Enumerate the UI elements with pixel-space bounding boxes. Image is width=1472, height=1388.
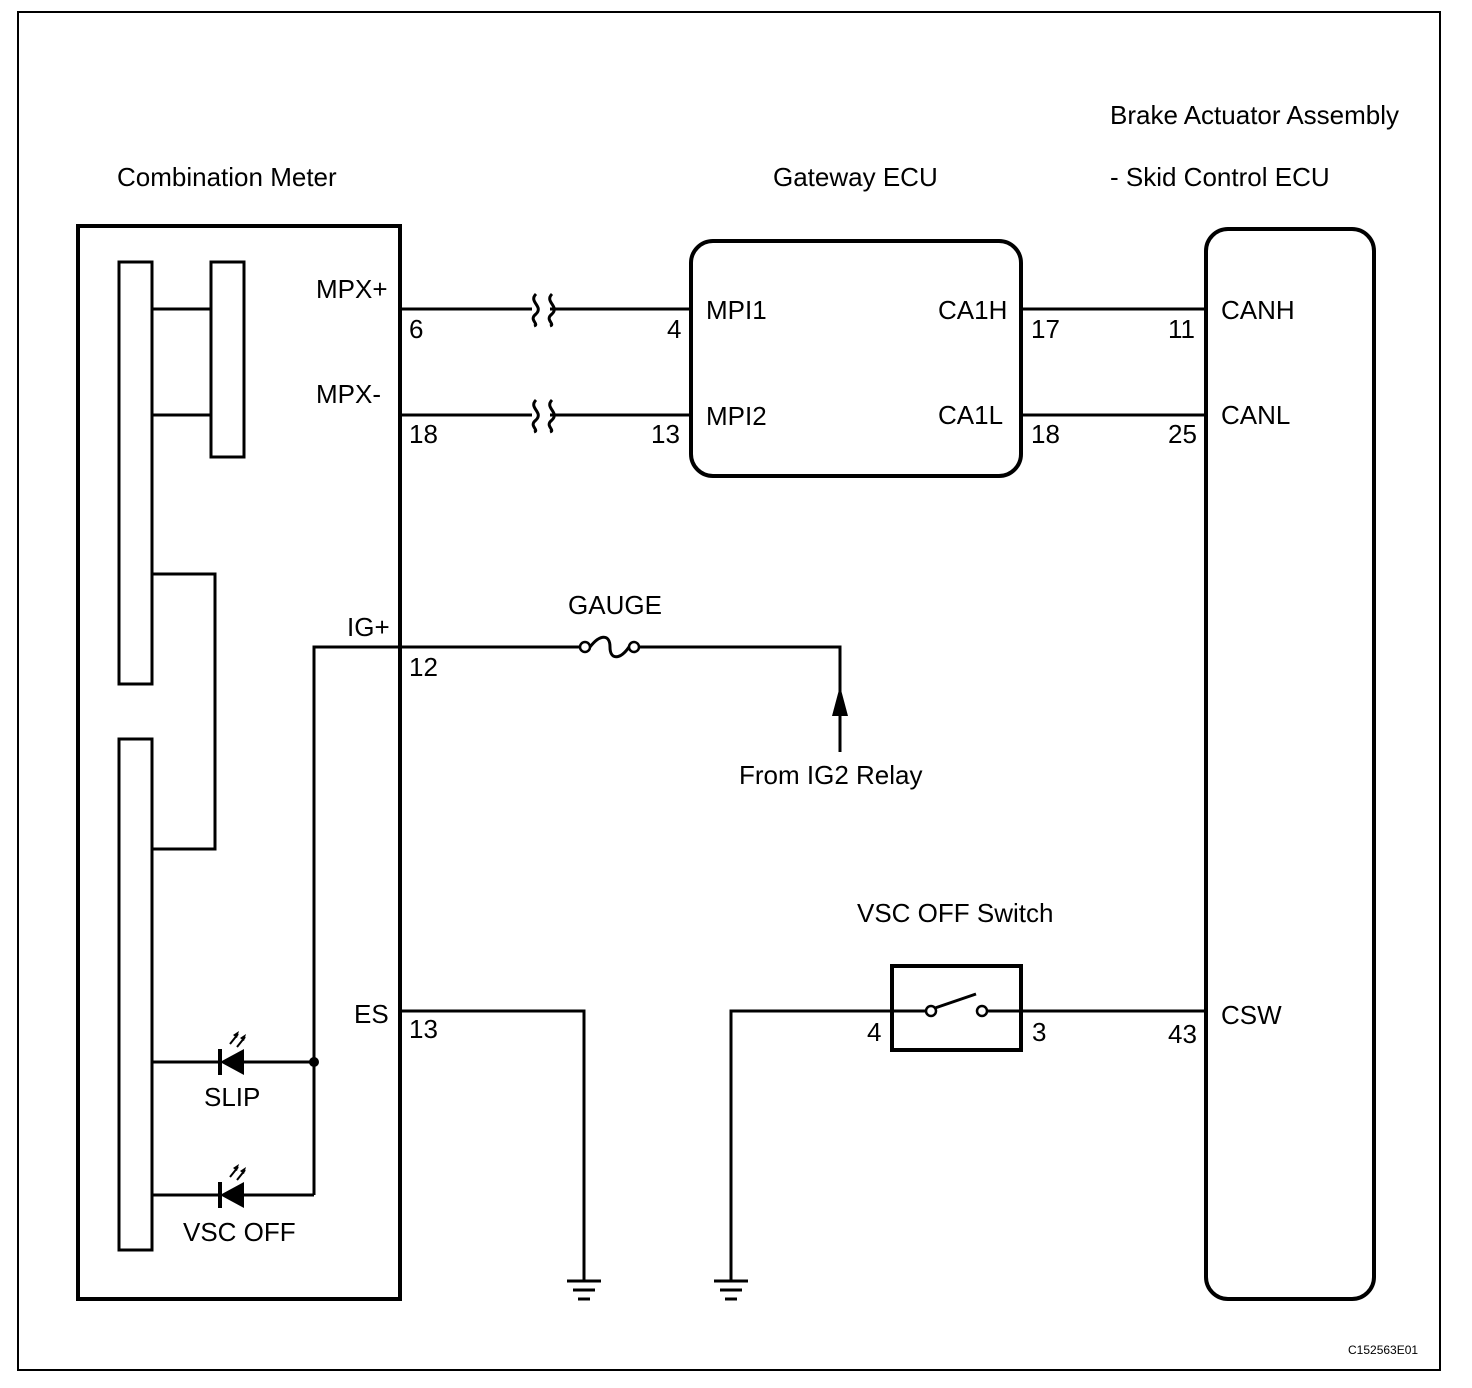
wire-ig2-feed <box>639 645 842 752</box>
vsc-off-switch <box>890 964 1023 1052</box>
skid-control-ecu-box <box>1204 227 1376 1301</box>
wire-break-icon <box>531 292 540 328</box>
gateway-ecu-box <box>689 239 1023 478</box>
slip-label: SLIP <box>204 1082 260 1112</box>
combination-meter-title: Combination Meter <box>117 162 337 192</box>
pin-number: 12 <box>409 652 438 682</box>
wire-break-icon <box>547 398 556 434</box>
vsc-off-label: VSC OFF <box>183 1217 296 1247</box>
wire-switch-ground <box>729 1009 892 1280</box>
pin-number: 18 <box>1031 419 1060 449</box>
vsc-off-switch-title: VSC OFF Switch <box>857 898 1053 928</box>
pin-number: 4 <box>667 314 681 344</box>
pin-name-canl: CANL <box>1221 400 1290 430</box>
pin-number: 17 <box>1031 314 1060 344</box>
wire-break-icon <box>531 398 540 434</box>
fuse-label: GAUGE <box>568 590 662 620</box>
wire-break-icon <box>547 292 556 328</box>
gateway-ecu-title: Gateway ECU <box>773 162 938 192</box>
vsc-off-indicator-led-icon <box>218 1164 246 1208</box>
diagram-frame <box>17 11 1441 1371</box>
combination-meter: SLIP VSC OFF MPX+ MPX- IG+ ES <box>76 224 402 1301</box>
meter-inner-block-upper <box>117 260 154 686</box>
meter-inner-block-lower <box>117 737 154 1252</box>
slip-indicator-led-icon <box>218 1031 246 1075</box>
pin-number: 6 <box>409 314 423 344</box>
figure-code: C152563E01 <box>1348 1343 1418 1357</box>
pin-number: 13 <box>651 419 680 449</box>
pin-name-canh: CANH <box>1221 295 1295 325</box>
pin-name-mpx-minus: MPX- <box>316 379 381 409</box>
pin-name-csw: CSW <box>1221 1000 1282 1030</box>
pin-number: 11 <box>1168 314 1195 344</box>
combination-meter-box <box>76 224 402 1301</box>
arrow-up-icon <box>832 686 848 716</box>
skid-control-ecu-title: - Skid Control ECU <box>1110 162 1330 192</box>
gateway-ecu: MPI1 MPI2 CA1H CA1L <box>689 239 1023 478</box>
pin-number: 13 <box>409 1014 438 1044</box>
internal-wire <box>312 645 400 1195</box>
ig2-relay-label: From IG2 Relay <box>739 760 923 790</box>
pin-number: 25 <box>1168 419 1197 449</box>
pin-number: 18 <box>409 419 438 449</box>
brake-actuator-assembly: CANH CANL CSW <box>1204 227 1376 1301</box>
switch-contact-icon <box>924 992 989 1018</box>
brake-actuator-title: Brake Actuator Assembly <box>1110 100 1399 130</box>
pin-name-ca1h: CA1H <box>938 295 1007 325</box>
pin-name-ig-plus: IG+ <box>347 612 390 642</box>
meter-interface-block <box>209 260 246 459</box>
pin-number: 43 <box>1168 1019 1197 1049</box>
ground-icon <box>567 1279 601 1301</box>
vsc-off-switch-box <box>890 964 1023 1052</box>
pin-name-mpi1: MPI1 <box>706 295 767 325</box>
internal-wire <box>152 572 217 851</box>
pin-name-ca1l: CA1L <box>938 400 1003 430</box>
gauge-fuse-icon <box>578 635 641 659</box>
pin-number: 4 <box>867 1017 881 1047</box>
pin-name-mpi2: MPI2 <box>706 401 767 431</box>
wire-es-ground <box>400 1009 586 1280</box>
pin-name-mpx-plus: MPX+ <box>316 274 388 304</box>
pin-number: 3 <box>1032 1017 1046 1047</box>
ground-icon <box>714 1279 748 1301</box>
pin-name-es: ES <box>354 999 389 1029</box>
